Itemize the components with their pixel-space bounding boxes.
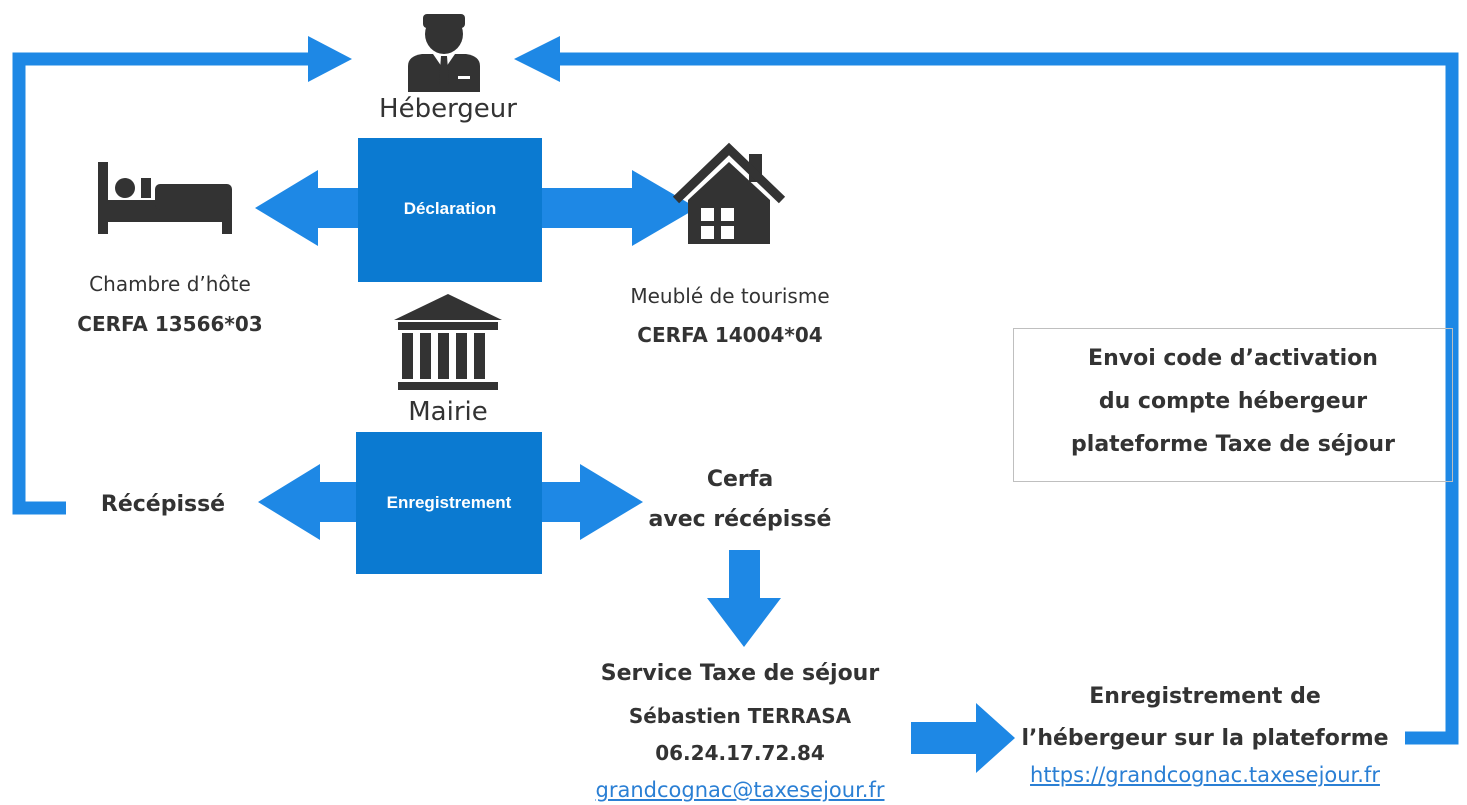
bank-icon	[394, 294, 502, 390]
activation-line1: Envoi code d’activation	[1088, 346, 1378, 371]
hebergeur-label: Hébergeur	[379, 94, 517, 124]
return-loop-right-arrowhead	[514, 36, 560, 82]
house-icon	[672, 142, 786, 244]
bed-icon	[98, 162, 232, 234]
chambre-cerfa: CERFA 13566*03	[77, 312, 263, 336]
platform-line2: l’hébergeur sur la plateforme	[1021, 726, 1389, 751]
declaration-label: Déclaration	[403, 199, 497, 218]
platform-line1: Enregistrement de	[1089, 684, 1321, 709]
activation-line3: plateforme Taxe de séjour	[1071, 432, 1395, 457]
enregistrement-box	[356, 432, 542, 574]
meuble-cerfa: CERFA 14004*04	[637, 323, 823, 347]
activation-line2: du compte hébergeur	[1098, 389, 1368, 414]
declaration-box	[358, 138, 542, 282]
cerfa-label-line2: avec récépissé	[648, 507, 832, 532]
down-arrow	[707, 550, 781, 647]
return-loop-left-arrowhead	[308, 36, 352, 82]
service-phone: 06.24.17.72.84	[655, 741, 825, 765]
service-email-link[interactable]: grandcognac@taxesejour.fr	[595, 778, 885, 802]
chambre-title: Chambre d’hôte	[89, 272, 251, 296]
platform-url-link[interactable]: https://grandcognac.taxesejour.fr	[1030, 763, 1380, 787]
right-arrow	[911, 703, 1015, 773]
service-title: Service Taxe de séjour	[600, 661, 880, 686]
service-contact: Sébastien TERRASA	[628, 704, 852, 728]
recepisse-label: Récépissé	[100, 492, 226, 517]
activation-info-box	[1013, 328, 1453, 482]
enregistrement-label: Enregistrement	[386, 493, 512, 512]
meuble-title: Meublé de tourisme	[630, 284, 830, 308]
return-loop-left	[12, 52, 310, 515]
mairie-label: Mairie	[408, 397, 488, 427]
cerfa-label-line1: Cerfa	[706, 467, 774, 492]
businessman-icon	[408, 14, 480, 92]
